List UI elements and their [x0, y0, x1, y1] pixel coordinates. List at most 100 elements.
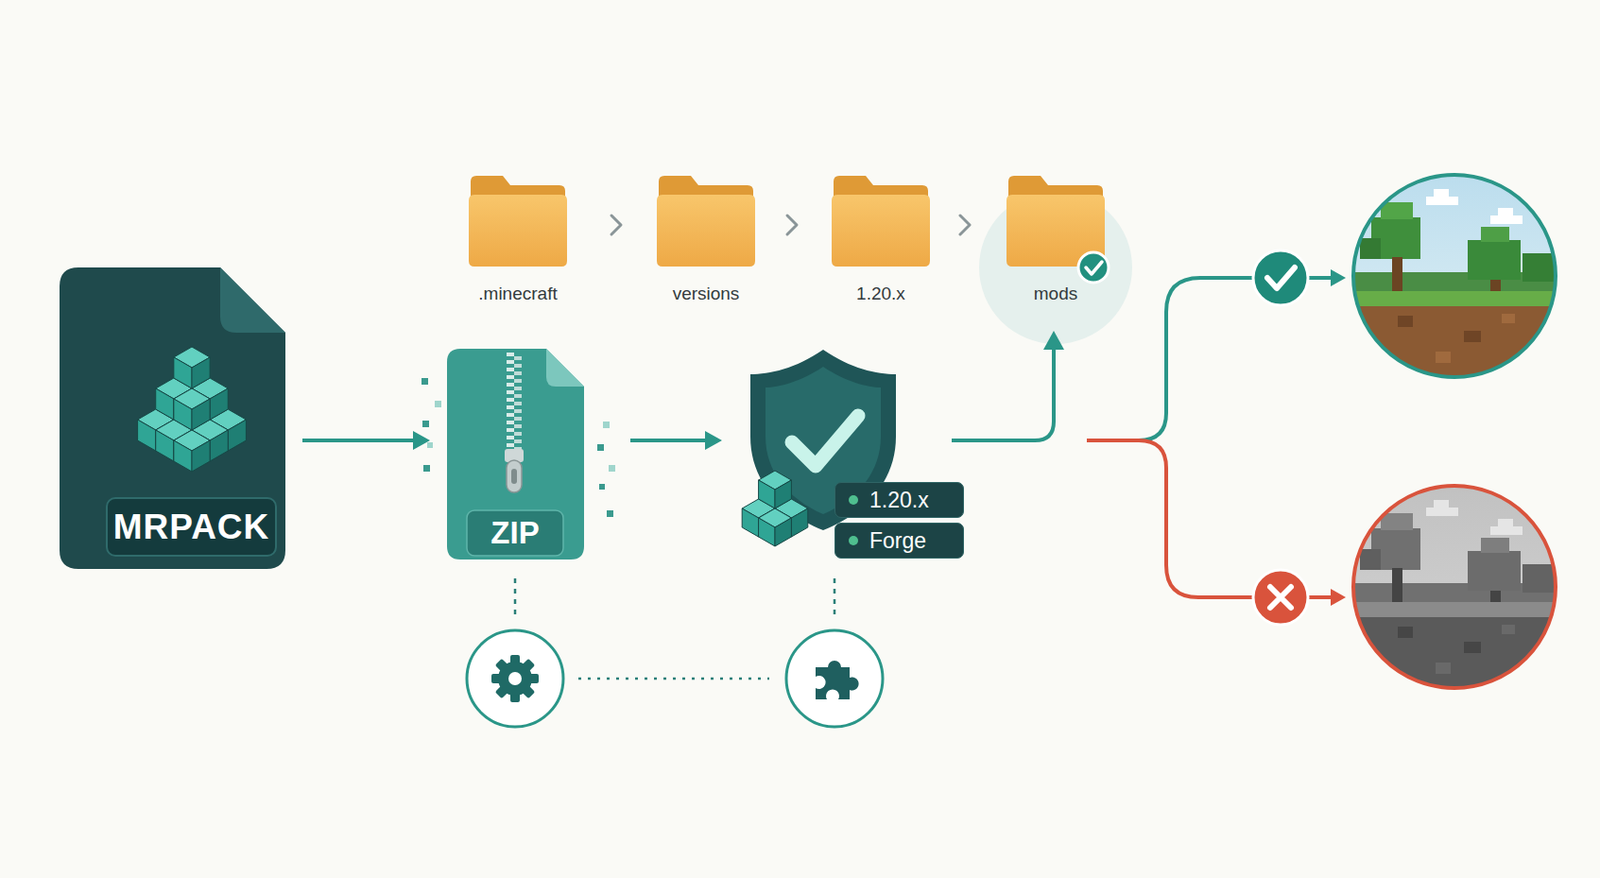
- check-mark: [1267, 267, 1295, 289]
- dashed-links: [515, 578, 835, 679]
- gear-hole: [508, 671, 522, 686]
- zipper-tooth: [514, 378, 522, 383]
- cube-left: [758, 517, 775, 547]
- arrow-line: [951, 347, 1054, 441]
- zipper-tooth: [506, 405, 515, 410]
- pixel-dot: [602, 421, 610, 429]
- folder-label: .minecraft: [429, 283, 607, 305]
- chevron: [611, 215, 621, 235]
- zipper-tooth: [506, 443, 515, 448]
- zipper-tooth: [514, 401, 522, 406]
- zipper-tooth: [506, 390, 515, 395]
- file-label: ZIP: [466, 510, 564, 556]
- world-art: [1341, 473, 1568, 703]
- label-plate: [106, 498, 276, 556]
- failure-line: [1086, 440, 1254, 598]
- folder-shape: [829, 173, 932, 268]
- tag-badge: 1.20.x: [834, 481, 964, 518]
- folder-shape: [466, 173, 569, 268]
- folder-node: versions: [654, 173, 757, 307]
- status-dot: [848, 495, 859, 505]
- broken-world: [1341, 473, 1568, 703]
- world-scene: [1341, 473, 1568, 703]
- failure-line: [1307, 595, 1333, 600]
- zipper-tooth: [514, 386, 522, 391]
- world-scene: [1341, 162, 1568, 392]
- zipper-tooth: [506, 382, 515, 387]
- dashed-line: [514, 578, 517, 620]
- zipper-tooth: [506, 428, 515, 432]
- cube-right: [774, 480, 792, 509]
- zipper-tooth: [514, 431, 522, 436]
- gear-symbol: [491, 654, 539, 703]
- cube-left: [173, 440, 192, 472]
- dotted-line: [578, 677, 770, 681]
- flow-arrow: [630, 430, 723, 450]
- zipper-hole: [511, 468, 517, 484]
- file-fold: [220, 267, 286, 333]
- folder-front: [656, 194, 756, 267]
- pixel-dot: [427, 442, 433, 448]
- puzzle-symbol: [815, 660, 860, 700]
- zipper-tooth: [506, 367, 515, 372]
- cube-right: [209, 430, 228, 462]
- label-plate: [466, 510, 564, 556]
- world-border: [1353, 174, 1556, 378]
- folder-node: mods: [1004, 173, 1107, 307]
- cube-left: [137, 419, 156, 451]
- mrpack-file: MRPACK: [59, 267, 286, 569]
- success-line: [1307, 275, 1333, 280]
- cube-right: [791, 508, 808, 537]
- cube-right: [191, 398, 210, 431]
- cube-right: [209, 388, 228, 420]
- cube-left: [758, 480, 775, 509]
- success-badge: [1253, 250, 1308, 306]
- flow-arrow: [951, 330, 1065, 441]
- zipper-pull: [506, 460, 522, 493]
- cube-left: [155, 388, 174, 420]
- outcome-branches: [1086, 250, 1346, 625]
- arrow-head: [1043, 330, 1065, 350]
- folder-label: versions: [617, 283, 795, 305]
- zipper-tooth: [514, 424, 522, 429]
- cube-right: [774, 517, 792, 547]
- zipper-tooth: [514, 371, 522, 376]
- cross-mark: [1270, 586, 1291, 608]
- zip-file: ZIP: [447, 348, 585, 560]
- folder-front: [1006, 194, 1105, 267]
- cube-right: [227, 419, 246, 451]
- zipper-tooth: [506, 375, 515, 379]
- cube-cluster: [741, 470, 809, 547]
- tag-badge: Forge: [834, 522, 964, 559]
- puzzle-icon: [786, 630, 883, 727]
- check-badge: [1078, 252, 1109, 283]
- zipper-tooth: [506, 435, 515, 440]
- shield-check: [791, 415, 859, 466]
- arrow-head: [1330, 588, 1346, 606]
- folder-shape: [654, 173, 757, 268]
- failure-badge: [1253, 569, 1308, 625]
- file-fold: [546, 348, 585, 387]
- check-mark: [1085, 261, 1102, 275]
- pixel-dot: [421, 378, 429, 385]
- pixel-dot: [423, 464, 431, 472]
- dashed-line: [833, 578, 837, 620]
- zipper-tooth: [506, 420, 515, 425]
- gear-icon: [466, 630, 564, 727]
- folder-node: .minecraft: [466, 173, 569, 307]
- icon-ring: [466, 630, 564, 727]
- zipper-tooth: [514, 363, 522, 368]
- cube-left: [155, 430, 174, 462]
- chevron: [787, 215, 797, 235]
- flow-arrow: [302, 430, 431, 450]
- folder-label: mods: [966, 283, 1145, 305]
- folder-front: [468, 194, 568, 267]
- pixel-dot: [608, 464, 616, 472]
- pixel-dot: [606, 510, 614, 517]
- zipper-tooth: [514, 409, 522, 413]
- cube-right: [191, 440, 210, 472]
- arrow-head: [1330, 269, 1346, 287]
- icon-ring: [786, 630, 883, 727]
